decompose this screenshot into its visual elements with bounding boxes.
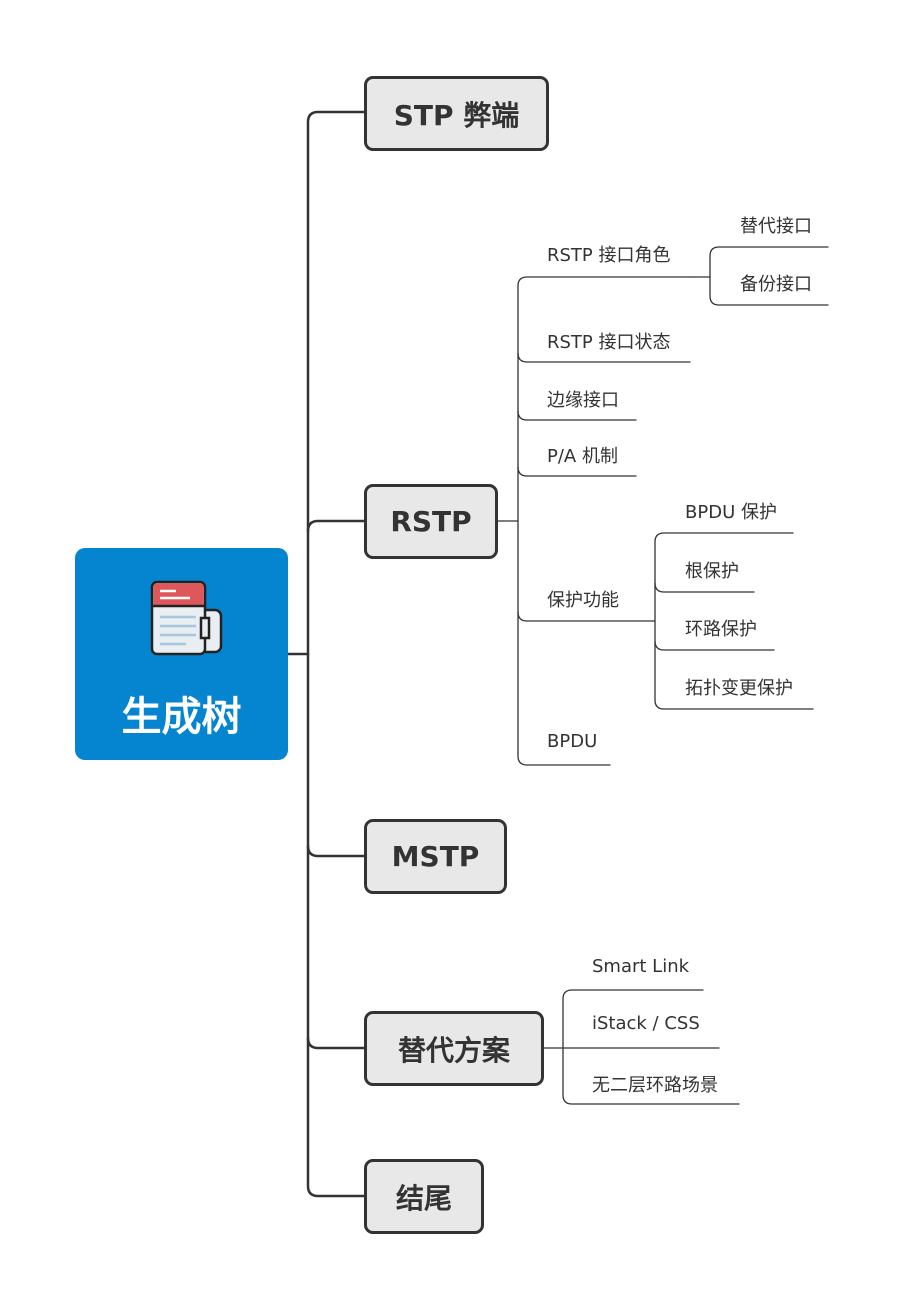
topic-bpdu-protection[interactable]: BPDU 保护 (685, 502, 777, 523)
protection-child-loop (654, 640, 775, 651)
root-title: 生成树 (121, 694, 242, 740)
topic-tc-protection[interactable]: 拓扑变更保护 (685, 678, 793, 699)
trunk-branch-stp (306, 110, 366, 1198)
topic-alternate-port[interactable]: 替代接口 (740, 216, 812, 237)
node-ending[interactable]: 结尾 (364, 1159, 484, 1234)
protection-bracket (654, 532, 814, 710)
rstp-child-protection (517, 611, 656, 622)
topic-edge-port[interactable]: 边缘接口 (547, 390, 619, 411)
protection-child-root (654, 582, 755, 593)
topic-protection[interactable]: 保护功能 (547, 590, 619, 611)
topic-backup-port[interactable]: 备份接口 (740, 274, 812, 295)
topic-root-protection[interactable]: 根保护 (685, 561, 739, 582)
rstp-child-states (517, 352, 691, 363)
topic-rstp-port-states[interactable]: RSTP 接口状态 (547, 332, 671, 353)
topic-no-l2-loop[interactable]: 无二层环路场景 (592, 1075, 718, 1096)
node-rstp[interactable]: RSTP (364, 484, 498, 559)
topic-smart-link[interactable]: Smart Link (592, 956, 690, 977)
node-alternatives[interactable]: 替代方案 (364, 1011, 544, 1086)
port-roles-bracket (709, 246, 829, 306)
rstp-child-pa (517, 466, 637, 477)
topic-loop-protection[interactable]: 环路保护 (685, 619, 757, 640)
newspaper-icon (150, 580, 223, 656)
trunk-branch-mstp (306, 844, 366, 858)
topic-pa-mechanism[interactable]: P/A 机制 (547, 446, 618, 467)
topic-bpdu[interactable]: BPDU (547, 731, 598, 752)
rstp-bracket (517, 276, 691, 766)
trunk-branch-rstp (306, 519, 366, 533)
node-mstp[interactable]: MSTP (364, 819, 507, 894)
node-stp-drawbacks[interactable]: STP 弊端 (364, 76, 549, 151)
rstp-child-edge (517, 410, 637, 421)
topic-istack-css[interactable]: iStack / CSS (592, 1013, 700, 1034)
trunk-branch-alternatives (306, 1036, 366, 1050)
alternatives-bracket (562, 989, 740, 1105)
topic-rstp-port-roles[interactable]: RSTP 接口角色 (547, 245, 671, 266)
